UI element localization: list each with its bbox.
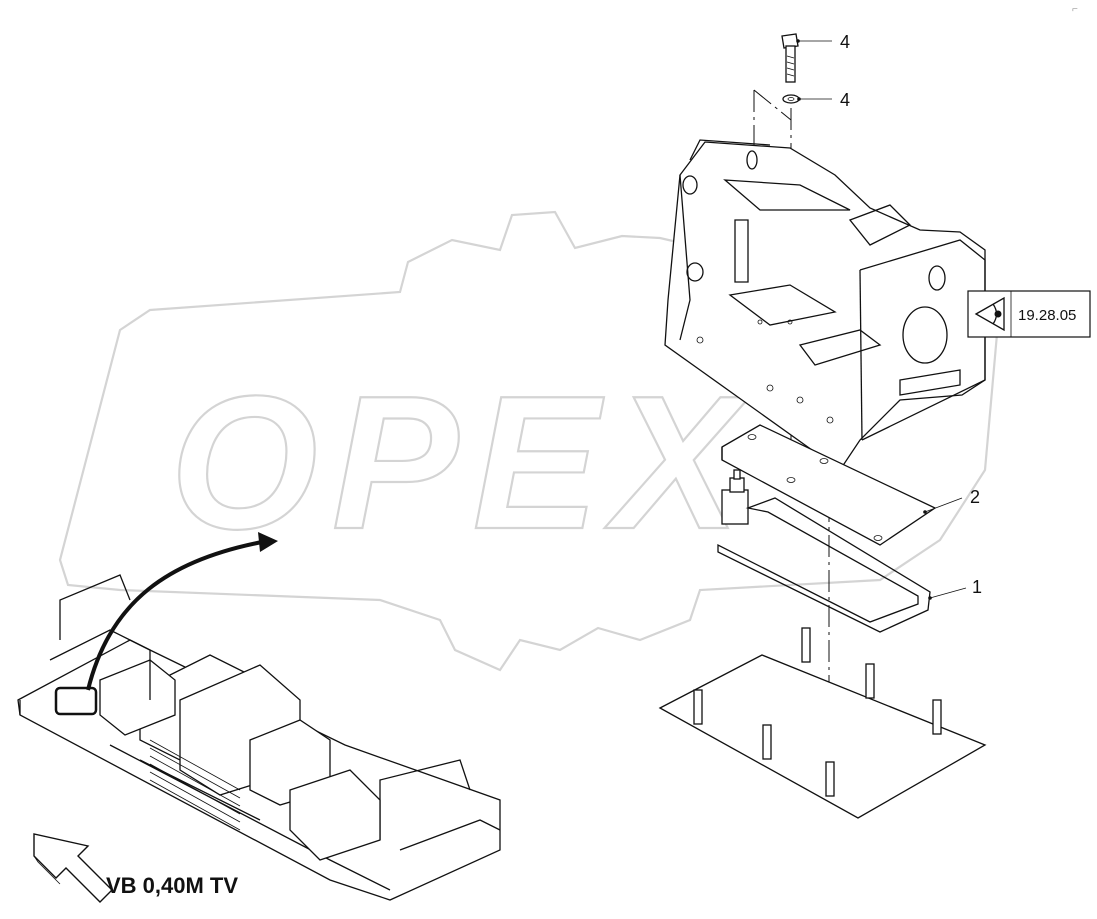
washer (782, 94, 800, 104)
highlight-marker (54, 686, 98, 716)
eye-icon (974, 296, 1005, 332)
reference-link[interactable]: 19.28.05 (967, 290, 1091, 338)
variant-label: VB 0,40M TV (106, 873, 238, 898)
callout-2: 2 (923, 487, 980, 514)
callout-label: 1 (972, 577, 982, 597)
callout-4: 4 (797, 90, 850, 110)
pointer-arrow (86, 532, 278, 691)
arrow-icon (33, 833, 113, 903)
sensor (721, 469, 749, 525)
reference-label: 19.28.05 (1018, 307, 1076, 324)
watermark-gear (58, 210, 1002, 672)
callout-3: 4 (796, 32, 850, 52)
cover-plate (721, 424, 937, 546)
bracket-housing (664, 139, 986, 471)
watermark-text: OPEX (170, 357, 754, 569)
callout-label: 4 (840, 90, 850, 110)
callout-1: 1 (928, 577, 982, 600)
callout-label: 4 (840, 32, 850, 52)
seal-gasket (717, 497, 931, 633)
machine-overview (17, 574, 501, 901)
callout-label: 2 (970, 487, 980, 507)
base-plate (658, 627, 987, 819)
bolt (781, 33, 799, 83)
direction-arrow: VB 0,40M TV (33, 833, 238, 903)
corner-mark: ⌐ (1072, 4, 1078, 15)
watermark: OPEX (58, 210, 1002, 672)
